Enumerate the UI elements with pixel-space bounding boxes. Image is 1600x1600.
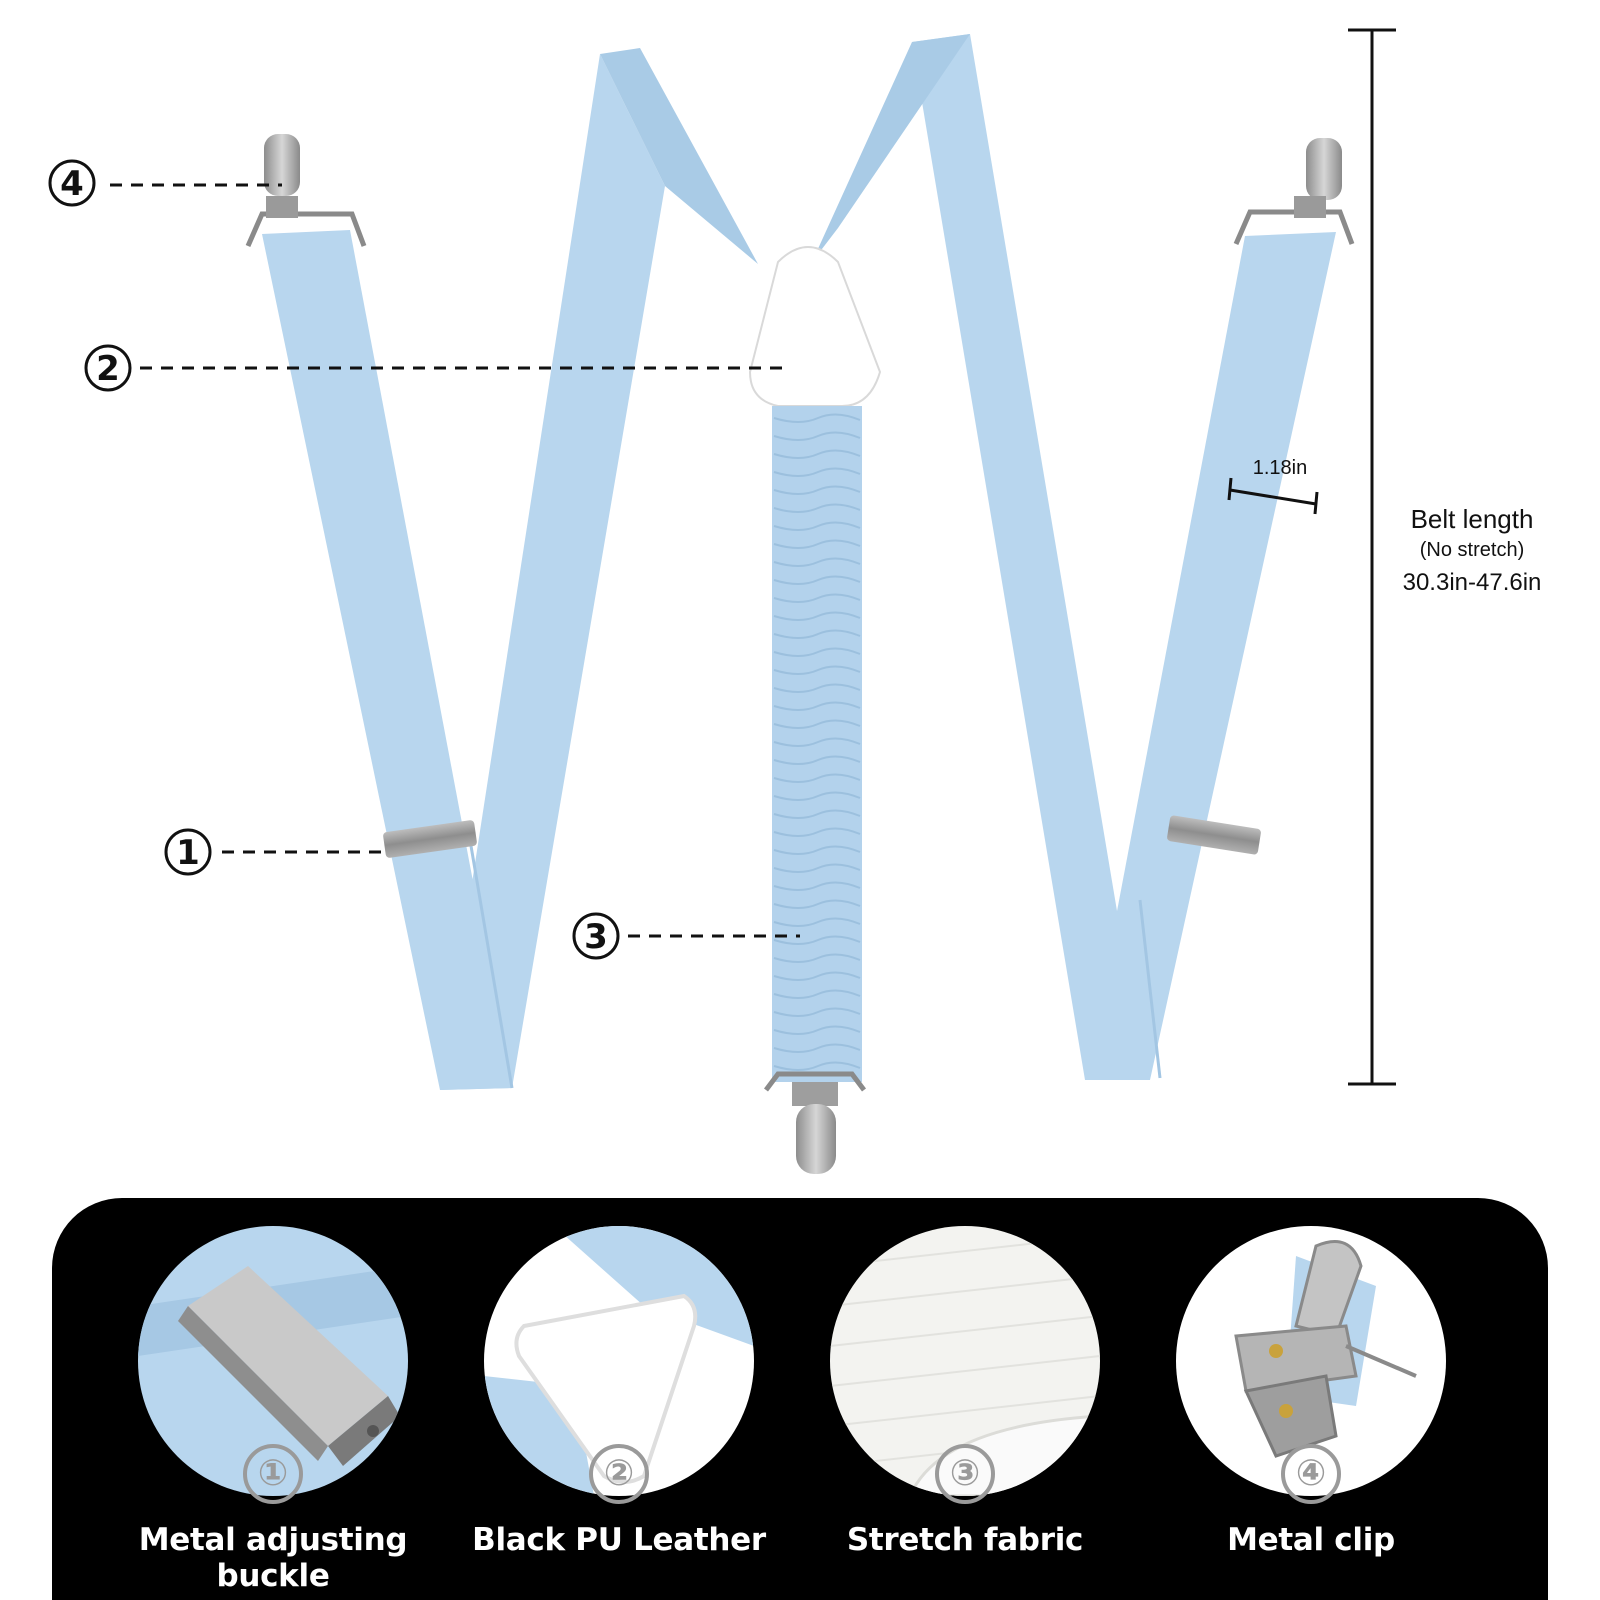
- callout-2: 2: [84, 344, 782, 392]
- belt-length-note: (No stretch): [1420, 539, 1524, 561]
- suspender-diagram: 4 2 1 3 1.18in Belt length (No stretch) …: [48, 28, 1542, 1174]
- stretch-fabric: [772, 406, 862, 1082]
- callout-2-number: 2: [96, 349, 120, 389]
- features-panel: ① Metal adjusting buckle ② Black PU Leat…: [52, 1198, 1548, 1600]
- strap-width-dimension: 1.18in: [1227, 457, 1319, 515]
- left-strap-fold: [600, 48, 758, 264]
- center-clip: [764, 1071, 866, 1174]
- right-clip: [1233, 138, 1355, 246]
- callout-3-number: 3: [584, 917, 608, 957]
- right-buckle: [1167, 815, 1261, 855]
- right-strap-fold: [812, 34, 970, 262]
- feature-1-label: Metal adjusting buckle: [138, 1522, 408, 1594]
- clip-closeup-icon: [1176, 1226, 1446, 1496]
- left-buckle: [383, 820, 477, 858]
- feature-1-number: ①: [243, 1444, 303, 1504]
- callout-3: 3: [572, 912, 800, 960]
- belt-length-range: 30.3in-47.6in: [1403, 569, 1542, 596]
- right-strap-lower: [1085, 232, 1336, 1080]
- right-strap-upper: [912, 34, 1145, 1080]
- callout-4-number: 4: [60, 164, 84, 204]
- feature-2-number: ②: [589, 1444, 649, 1504]
- left-strap-upper: [440, 54, 665, 1090]
- left-clip: [245, 134, 367, 248]
- feature-fabric: ③ Stretch fabric: [830, 1226, 1100, 1600]
- feature-2-label: Black PU Leather: [472, 1522, 766, 1558]
- feature-4-number: ④: [1281, 1444, 1341, 1504]
- feature-clip: ④ Metal clip: [1176, 1226, 1446, 1600]
- callout-4: 4: [48, 159, 282, 207]
- strap-width-label: 1.18in: [1253, 457, 1308, 479]
- feature-4-label: Metal clip: [1227, 1522, 1395, 1558]
- feature-3-number: ③: [935, 1444, 995, 1504]
- feature-buckle: ① Metal adjusting buckle: [138, 1226, 408, 1600]
- feature-leather: ② Black PU Leather: [472, 1226, 766, 1600]
- belt-length-dimension: Belt length (No stretch) 30.3in-47.6in: [1348, 28, 1542, 1086]
- belt-length-title: Belt length: [1411, 504, 1534, 534]
- leather-patch-closeup-icon: [484, 1226, 754, 1496]
- callout-1-number: 1: [176, 833, 200, 873]
- leather-patch: [748, 246, 882, 407]
- callout-1: 1: [164, 828, 384, 876]
- left-strap-lower: [262, 230, 512, 1090]
- feature-3-label: Stretch fabric: [846, 1522, 1084, 1558]
